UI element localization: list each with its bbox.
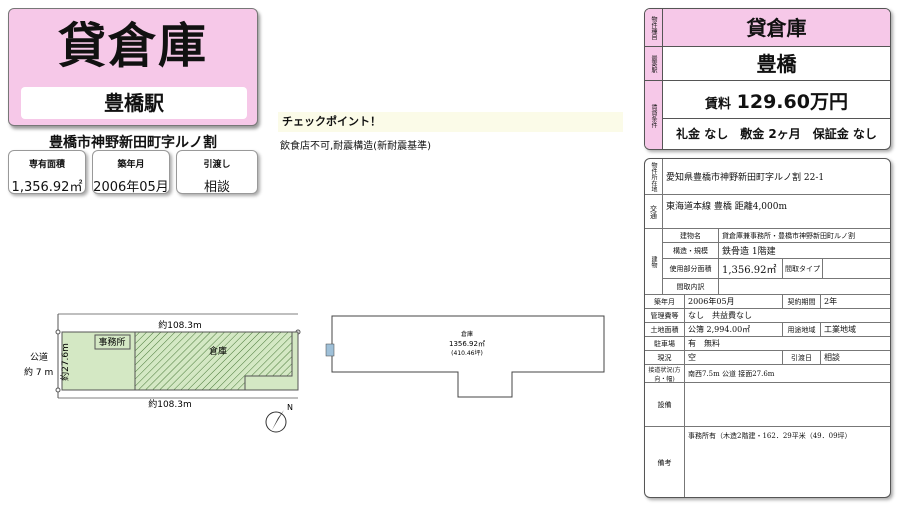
row-parking: 駐車場 有 無料: [645, 337, 890, 351]
office-label: 事務所: [98, 336, 125, 348]
summary-rent-label: 賃貸条件: [645, 81, 663, 149]
traffic: 東海道本線 豊橋 距離4,000m: [666, 202, 788, 212]
handover: 相談: [824, 353, 840, 362]
top-dimension: 約108.3m: [158, 319, 202, 331]
row-location: 物件所在地 愛知県豊橋市神野新田町字ルノ割 22-1: [645, 159, 890, 195]
traffic-label: 交通: [645, 195, 663, 228]
infobox-handover: 引渡し 相談: [176, 150, 258, 195]
svg-text:N: N: [287, 403, 293, 412]
office-footprint: [94, 334, 131, 350]
summary-type-label: 物件種目: [645, 9, 663, 46]
bottom-dimension: 約108.3m: [148, 398, 192, 410]
summary-station: 豊橋: [756, 52, 797, 76]
infobox-value: 2006年05月: [93, 180, 169, 195]
contract-label: 契約期間: [783, 295, 821, 308]
rent-prefix: 賃料: [705, 97, 732, 112]
infobox-label: 築年月: [117, 160, 145, 170]
property-type: 貸倉庫: [57, 18, 208, 74]
road-label: 接道状況(方向・幅): [645, 365, 685, 383]
floor-plan-label: 倉庫: [461, 330, 473, 338]
area: 1,356.92㎡: [719, 259, 783, 278]
infobox-value: 1,356.92㎡: [11, 180, 83, 195]
equipment-label: 設備: [645, 383, 685, 426]
land: 公簿 2,994.00㎡: [685, 323, 783, 336]
structure: 鉄骨造 1階建: [722, 247, 776, 257]
mgmt: なし 共益費なし: [688, 311, 752, 320]
side-dimension: 約27.6m: [59, 343, 71, 381]
floor-plan-area: 1356.92㎡: [449, 340, 485, 348]
address: 豊橋市神野新田町字ルノ割: [49, 135, 217, 151]
summary-type-row: 物件種目 貸倉庫: [645, 9, 890, 47]
row-mgmt: 管理費等 なし 共益費なし: [645, 309, 890, 323]
summary-type: 貸倉庫: [746, 16, 807, 40]
summary-station-row: 最寄駅 豊橋: [645, 47, 890, 81]
row-road: 接道状況(方向・幅) 南西7.5m 公道 接面27.6m: [645, 365, 890, 383]
infobox-built: 築年月 2006年05月: [92, 150, 170, 195]
parking-label: 駐車場: [645, 337, 685, 350]
building-name-label: 建物名: [663, 229, 719, 242]
zone-label: 用途地域: [783, 323, 821, 336]
rent-conditions: 礼金 なし 敷金 2ヶ月 保証金 なし: [663, 118, 890, 142]
location: 愛知県豊橋市神野新田町字ルノ割 22-1: [666, 173, 825, 183]
row-status: 現況 空 引渡日 相談: [645, 351, 890, 365]
road-width: 約 7 m: [24, 366, 53, 378]
status: 空: [685, 351, 783, 364]
north-arrow-icon: N: [265, 403, 293, 433]
row-remarks: 備考 事務所有（木造2階建・162．29平米（49．09坪）: [645, 427, 890, 497]
contract: 2年: [824, 297, 838, 306]
rent: 賃料 129.60万円: [663, 87, 890, 114]
parking: 有 無料: [688, 339, 720, 348]
mgmt-label: 管理費等: [645, 309, 685, 322]
checkpoint-title: チェックポイント！: [278, 112, 623, 132]
infobox-value: 相談: [203, 180, 230, 195]
building-name: 貸倉庫兼事務所・豊橋市神野新田町ルノ割: [722, 231, 855, 240]
row-traffic: 交通 東海道本線 豊橋 距離4,000m: [645, 195, 890, 229]
summary-rent-row: 賃貸条件 賃料 129.60万円 礼金 なし 敷金 2ヶ月 保証金 なし: [645, 81, 890, 149]
row-building-name: 建物名 貸倉庫兼事務所・豊橋市神野新田町ルノ割: [663, 229, 890, 243]
remarks: 事務所有（木造2階建・162．29平米（49．09坪）: [688, 432, 852, 440]
handover-label: 引渡日: [783, 351, 821, 364]
building-label: 建物: [645, 229, 663, 295]
built: 2006年05月: [685, 295, 783, 308]
row-land: 土地面積 公簿 2,994.00㎡ 用途地域 工業地域: [645, 323, 890, 337]
site-map: 事務所 倉庫 約108.3m 約108.3m 約27.6m 公道 約 7 m N: [24, 313, 301, 433]
floor-plan: 倉庫 1356.92㎡ (410.46坪): [325, 315, 605, 398]
remarks-label: 備考: [645, 427, 685, 497]
warehouse-label: 倉庫: [209, 345, 227, 357]
location-label: 物件所在地: [645, 159, 663, 194]
row-built: 築年月 2006年05月 契約期間 2年: [645, 295, 890, 309]
infobox-label: 引渡し: [203, 160, 231, 170]
status-label: 現況: [645, 351, 685, 364]
floor-plan-tsubo: (410.46坪): [451, 349, 483, 357]
details-panel: 物件所在地 愛知県豊橋市神野新田町字ルノ割 22-1 交通 東海道本線 豊橋 距…: [644, 158, 891, 498]
zone: 工業地域: [824, 325, 856, 334]
floor-plan-outline: [331, 315, 605, 398]
checkpoint-text: 飲食店不可,耐震構造(新耐震基準): [280, 141, 431, 152]
summary-rent-values: 賃料 129.60万円 礼金 なし 敷金 2ヶ月 保証金 なし: [663, 81, 890, 149]
title-card: 貸倉庫 豊橋駅: [8, 8, 258, 126]
floor-type-label: 間取タイプ: [783, 259, 823, 278]
warehouse-footprint: [134, 331, 293, 391]
row-area: 使用部分面積 1,356.92㎡ 間取タイプ: [663, 259, 890, 279]
floor-detail-label: 間取内訳: [663, 279, 719, 294]
infobox-area: 専有面積 1,356.92㎡: [8, 150, 86, 195]
summary-station-label: 最寄駅: [645, 47, 663, 80]
row-equipment: 設備: [645, 383, 890, 427]
area-label: 使用部分面積: [663, 259, 719, 278]
structure-label: 構造・規模: [663, 243, 719, 258]
row-structure: 構造・規模 鉄骨造 1階建: [663, 243, 890, 259]
road-label: 公道: [30, 351, 48, 363]
land-label: 土地面積: [645, 323, 685, 336]
door-icon: [325, 343, 335, 357]
rent-value: 129.60万円: [736, 91, 848, 113]
row-floor-detail: 間取内訳: [663, 279, 890, 295]
infobox-label: 専有面積: [28, 160, 65, 170]
summary-panel: 物件種目 貸倉庫 最寄駅 豊橋 賃貸条件 賃料 129.60万円 礼金 なし 敷…: [644, 8, 891, 150]
built-label: 築年月: [645, 295, 685, 308]
station-name: 豊橋駅: [21, 87, 247, 119]
road: 南西7.5m 公道 接面27.6m: [688, 369, 775, 378]
